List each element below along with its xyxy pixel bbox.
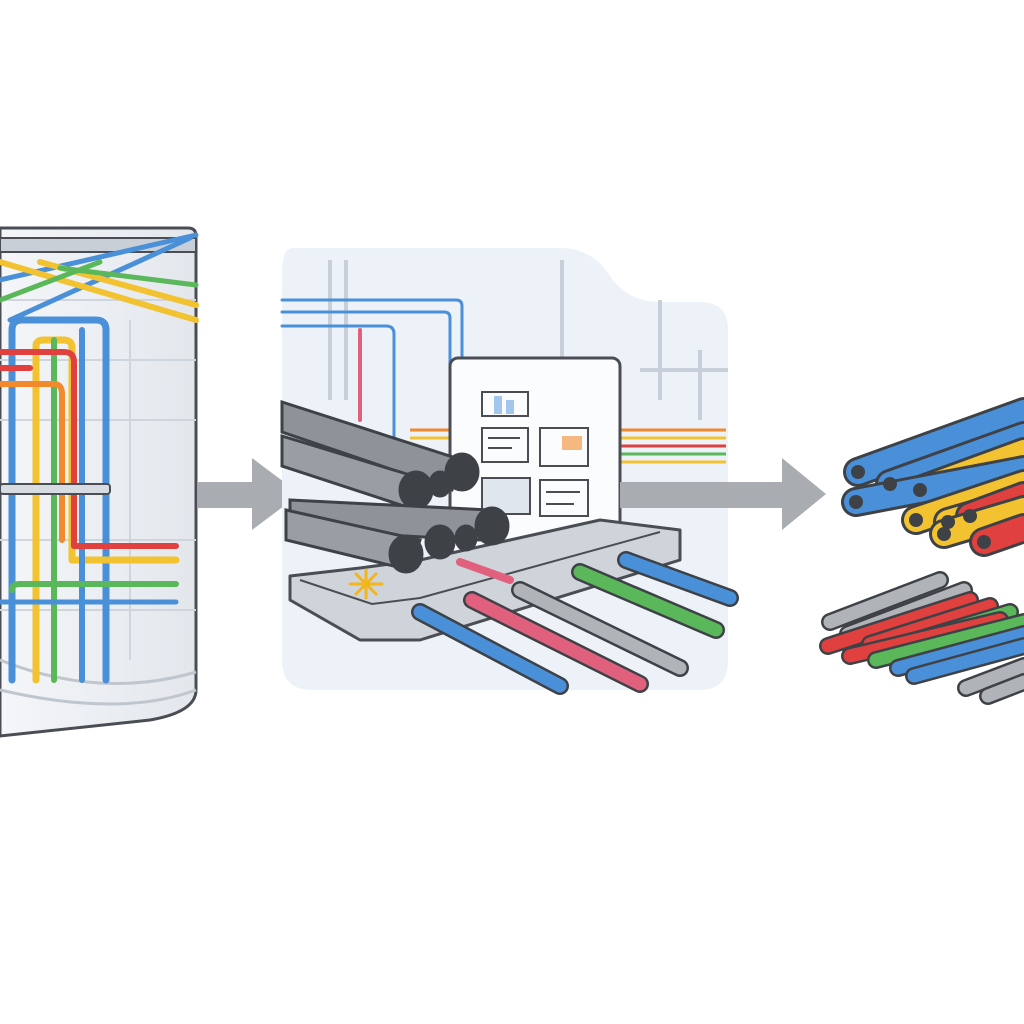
spec-document xyxy=(448,356,622,556)
ceiling-pipes xyxy=(0,232,199,323)
background-pipes xyxy=(328,260,728,420)
stage-sorted-bundles xyxy=(819,397,1024,705)
cut-pipes xyxy=(411,551,739,695)
doc-image-block xyxy=(539,427,589,467)
spark-icon xyxy=(348,568,384,600)
doc-text-block xyxy=(481,427,529,463)
raw-pipes xyxy=(280,399,510,574)
doc-list-block xyxy=(539,479,589,517)
stage-installed-piping xyxy=(0,226,199,738)
flow-arrow-1 xyxy=(198,458,300,530)
room-wall xyxy=(0,226,198,738)
pipe-bracket xyxy=(0,483,111,495)
upper-pipe-bundle xyxy=(841,397,1024,557)
flow-arrow-2 xyxy=(620,458,826,530)
doc-chart-icon xyxy=(481,391,529,417)
vertical-pipes xyxy=(0,316,180,684)
lower-pipe-bundle xyxy=(819,571,1024,705)
stage-pipe-processing xyxy=(280,248,739,695)
blue-process-pipes xyxy=(280,298,464,442)
floor-edge xyxy=(0,658,197,686)
